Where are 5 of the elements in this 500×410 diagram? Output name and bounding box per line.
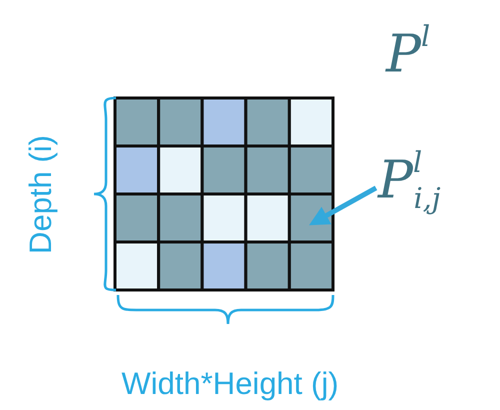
arrow bbox=[309, 186, 378, 226]
matrix-cell bbox=[288, 192, 334, 244]
axis-label: Width*Height (j) bbox=[122, 368, 339, 399]
axis-label: Depth (i) bbox=[24, 134, 56, 254]
math-symbol: P$^{l}$ bbox=[386, 22, 430, 81]
